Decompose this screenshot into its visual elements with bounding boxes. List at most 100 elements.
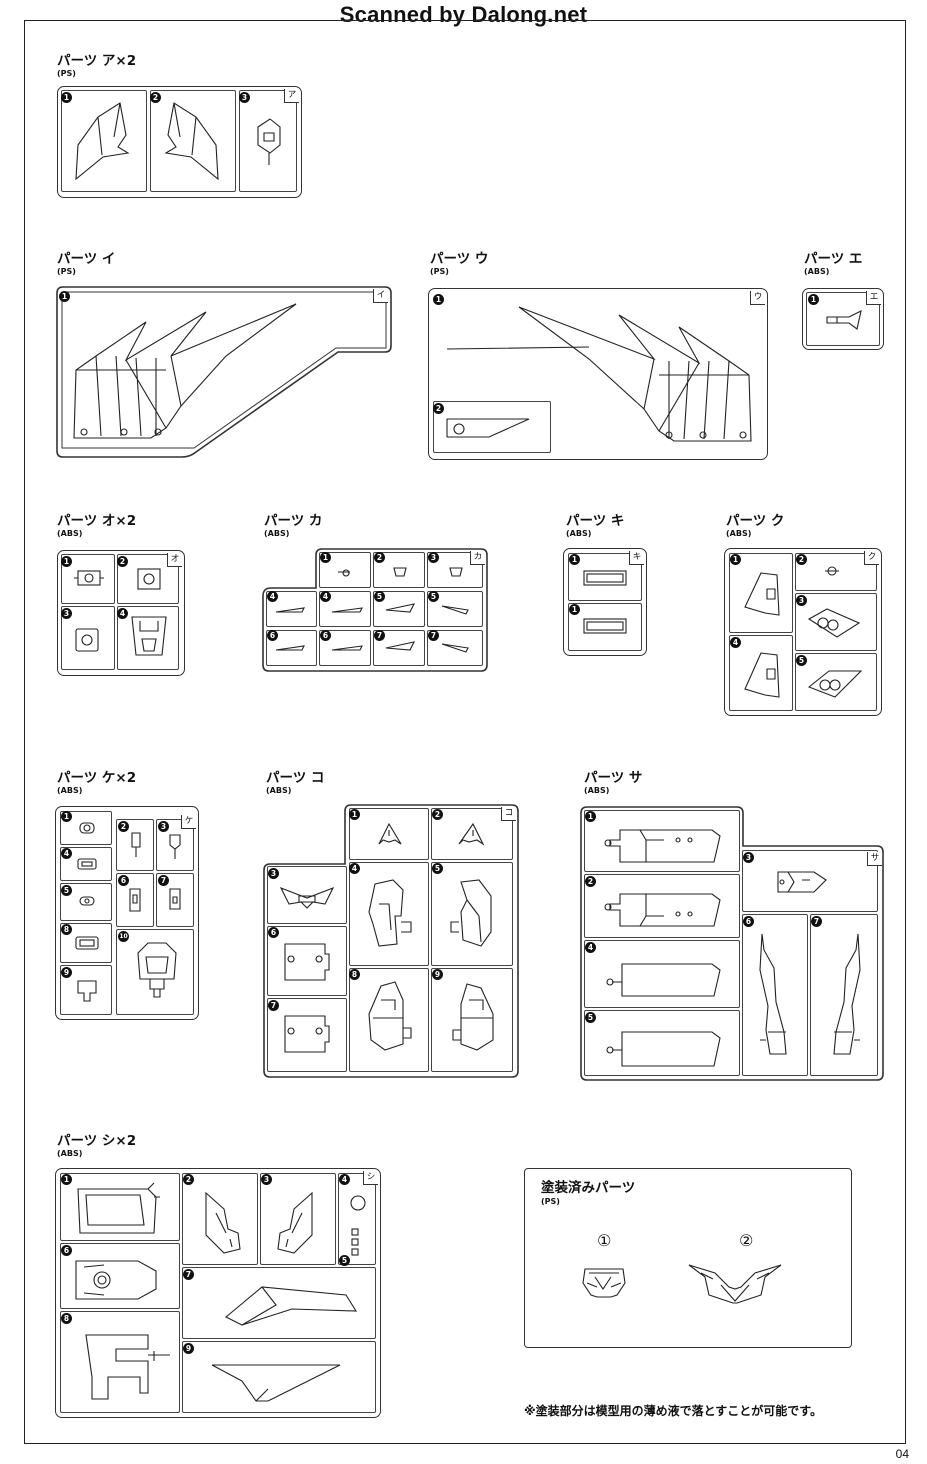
part-title: パーツ ケ×2 xyxy=(57,770,137,786)
part-drawing xyxy=(75,102,281,181)
part-number: 5 xyxy=(796,655,807,666)
part-cell xyxy=(156,873,194,927)
part-number: 2 xyxy=(150,92,161,103)
part-number: 7 xyxy=(374,630,385,641)
part-cell xyxy=(795,593,877,651)
part-cell xyxy=(60,811,112,845)
part-number: 5 xyxy=(374,591,385,602)
part-drawing xyxy=(279,822,494,1053)
part-cell xyxy=(319,630,371,666)
part-number: 5 xyxy=(339,1255,350,1266)
part-number: 6 xyxy=(320,630,331,641)
part-material: (ABS) xyxy=(264,529,290,538)
part-number: 1 xyxy=(433,294,444,305)
runner-tag: ク xyxy=(864,551,879,565)
part-cell xyxy=(60,1173,180,1241)
painted-material: (PS) xyxy=(541,1197,560,1206)
part-cell xyxy=(117,606,179,670)
part-drawing xyxy=(583,570,627,634)
page-number: 04 xyxy=(895,1447,909,1461)
runner-tag: ウ xyxy=(750,291,765,305)
runner-ko xyxy=(263,804,519,1078)
part-number: 5 xyxy=(428,591,439,602)
part-number: 4 xyxy=(61,848,72,859)
part-number: 3 xyxy=(796,595,807,606)
part-cell xyxy=(156,819,194,871)
runner-tag: コ xyxy=(501,807,516,821)
part-drawing xyxy=(75,1182,366,1402)
part-material: (ABS) xyxy=(566,529,592,538)
runner-ka xyxy=(262,548,488,672)
part-cell xyxy=(729,635,793,711)
part-material: (ABS) xyxy=(726,529,752,538)
part-number: 4 xyxy=(117,608,128,619)
part-material: (ABS) xyxy=(57,529,83,538)
part-drawing xyxy=(744,566,863,698)
part-cell xyxy=(116,819,154,871)
part-cell xyxy=(810,914,878,1076)
runner-ku: 1 2 3 4 5 ク xyxy=(724,548,882,716)
section-part-ke: パーツ ケ×2 (ABS) xyxy=(57,771,136,796)
part-cell xyxy=(742,850,878,912)
part-drawing xyxy=(74,568,167,656)
part-number: 2 xyxy=(433,403,444,414)
part-number: 8 xyxy=(349,969,360,980)
runner-o: 1 2 3 4 オ xyxy=(57,550,185,676)
part-number: 8 xyxy=(61,1313,72,1324)
part-number: 6 xyxy=(267,630,278,641)
runner-tag: エ xyxy=(866,291,881,305)
part-number: 7 xyxy=(811,916,822,927)
part-number: 6 xyxy=(118,875,129,886)
part-number: 6 xyxy=(268,927,279,938)
part-number: 1 xyxy=(320,552,331,563)
runner-sa xyxy=(580,806,884,1081)
part-number: 2 xyxy=(374,552,385,563)
part-drawing xyxy=(275,567,469,653)
part-number: 6 xyxy=(743,916,754,927)
part-number: 4 xyxy=(349,863,360,874)
part-number: 7 xyxy=(268,1000,279,1011)
part-drawing xyxy=(826,309,862,330)
runner-tag: ケ xyxy=(181,815,196,829)
part-number: 1 xyxy=(61,556,72,567)
part-cell xyxy=(60,1243,180,1309)
part-cell xyxy=(742,914,808,1076)
part-number: 2 xyxy=(796,554,807,565)
part-drawing xyxy=(73,303,297,439)
runner-shi: 1 2 3 4 5 6 7 8 9 シ xyxy=(55,1168,381,1418)
section-part-ko: パーツ コ (ABS) xyxy=(266,771,324,796)
runner-ke: 1 2 3 4 5 6 7 8 9 10 ケ xyxy=(55,806,199,1020)
part-number: 4 xyxy=(339,1174,350,1185)
part-cell xyxy=(427,591,483,627)
part-number: 9 xyxy=(61,967,72,978)
part-title: パーツ エ xyxy=(804,251,863,267)
section-part-u: パーツ ウ (PS) xyxy=(430,252,488,277)
part-drawing xyxy=(75,822,181,1002)
runner-a: 1 2 3 ア xyxy=(57,86,302,198)
part-cell xyxy=(182,1267,376,1339)
part-number: 2 xyxy=(118,821,129,832)
section-part-ku: パーツ ク (ABS) xyxy=(726,514,784,539)
section-part-e: パーツ エ (ABS) xyxy=(804,252,862,277)
part-cell xyxy=(349,968,429,1072)
part-cell xyxy=(182,1341,376,1413)
part-cell xyxy=(584,810,740,872)
part-cell xyxy=(61,554,115,604)
part-number: 8 xyxy=(61,924,72,935)
part-number: 5 xyxy=(432,863,443,874)
part-material: (ABS) xyxy=(804,267,830,276)
part-number: 1 xyxy=(569,604,580,615)
part-cell xyxy=(239,90,297,192)
part-cell xyxy=(267,866,347,924)
runner-e: 1 エ xyxy=(802,288,884,350)
part-number: 3 xyxy=(261,1174,272,1185)
runner-tag: オ xyxy=(167,553,182,567)
part-number: 9 xyxy=(432,969,443,980)
part-cell xyxy=(61,90,147,192)
part-number: 1 xyxy=(730,554,741,565)
part-number: 3 xyxy=(268,868,279,879)
runner-tag: ア xyxy=(284,89,299,103)
part-drawing xyxy=(446,306,752,442)
part-cell xyxy=(431,808,513,860)
part-material: (ABS) xyxy=(57,786,83,795)
